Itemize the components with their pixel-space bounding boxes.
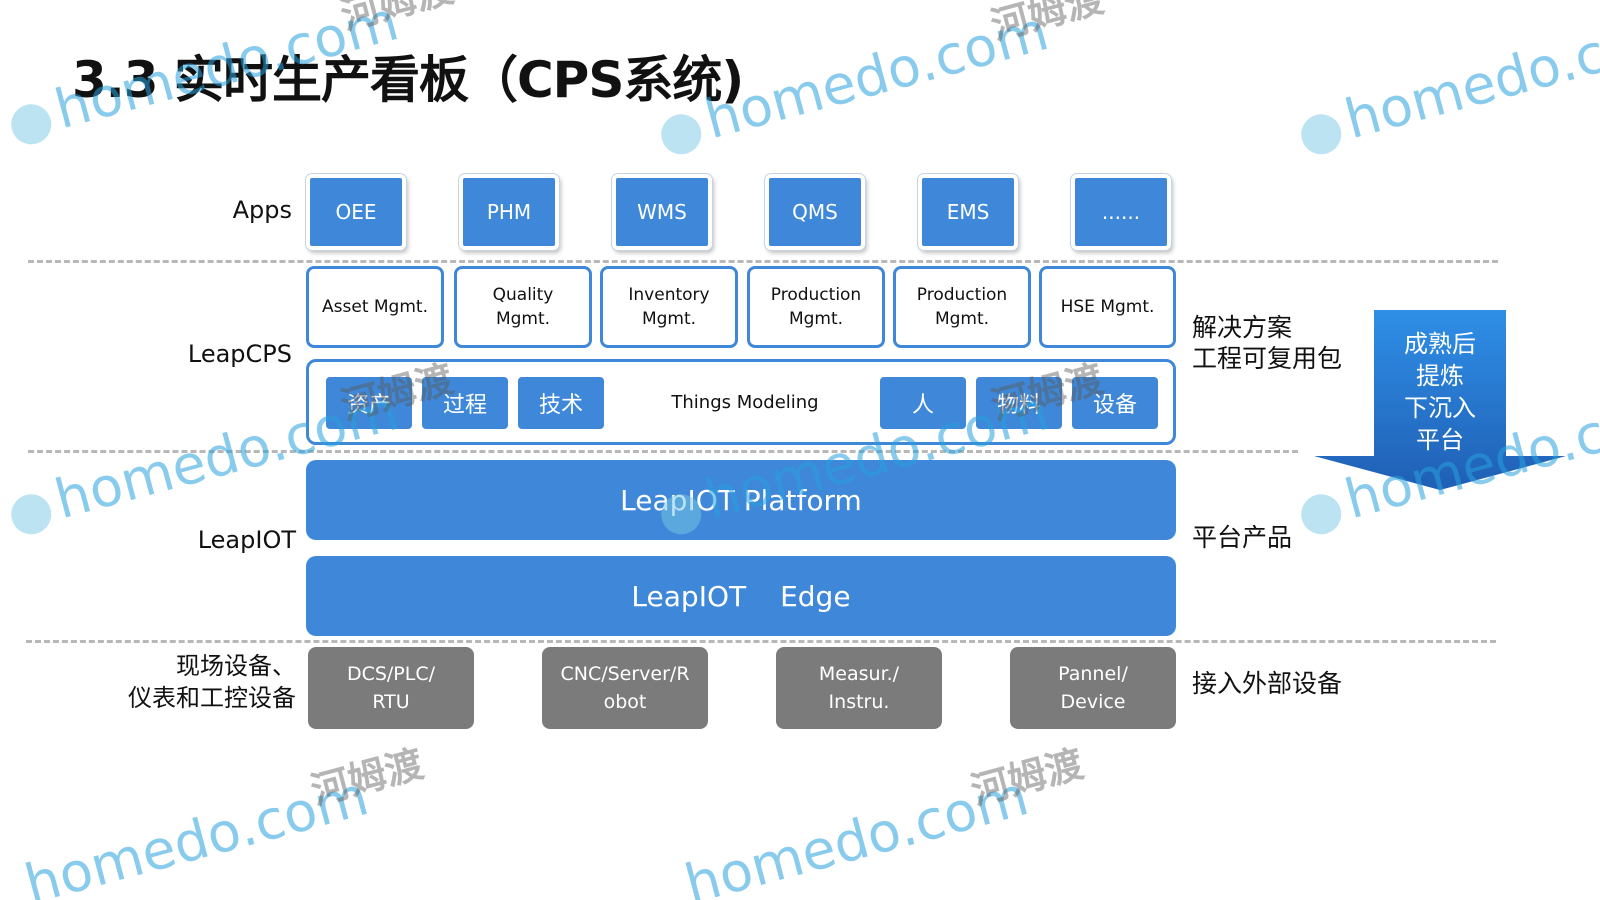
watermark-3: homedo.com <box>1301 0 1600 155</box>
leapiot-edge-bar: LeapIOT Edge <box>306 556 1176 636</box>
separator-apps <box>28 260 1498 263</box>
separator-cps <box>28 450 1298 453</box>
sink-down-arrow-icon <box>1314 310 1566 490</box>
app-wms: WMS <box>612 174 712 250</box>
app-qms: QMS <box>765 174 865 250</box>
solution-quality-mgmt: Quality Mgmt. <box>454 266 592 348</box>
chip-people: 人 <box>880 377 966 429</box>
chip-material: 物料 <box>976 377 1062 429</box>
row-label-leapcps: LeapCPS <box>187 340 292 368</box>
app-ems: EMS <box>918 174 1018 250</box>
leapiot-platform-bar: LeapIOT Platform <box>306 460 1176 540</box>
device-pannel-device: Pannel/ Device <box>1010 647 1176 729</box>
chip-equipment: 设备 <box>1072 377 1158 429</box>
watermark-cn-8: 河姆渡 <box>966 741 1088 813</box>
side-label-devices: 接入外部设备 <box>1192 669 1343 698</box>
solution-inventory-mgmt: Inventory Mgmt. <box>600 266 738 348</box>
solution-hse-mgmt: HSE Mgmt. <box>1039 266 1176 348</box>
side-label-platform: 平台产品 <box>1192 523 1293 552</box>
chip-process: 过程 <box>422 377 508 429</box>
solution-production-mgmt-1: Production Mgmt. <box>747 266 885 348</box>
app-oee: OEE <box>306 174 406 250</box>
app-phm: PHM <box>459 174 559 250</box>
watermark-7: homedo.com 河姆渡 <box>18 741 428 900</box>
watermark-brand-7: homedo.com <box>18 764 374 900</box>
side-label-solutions: 解决方案 工程可复用包 <box>1192 313 1343 373</box>
watermark-cn-2: 河姆渡 <box>986 0 1108 48</box>
leapiot-platform-label: LeapIOT Platform <box>620 483 862 517</box>
leapiot-edge-label-a: LeapIOT <box>631 579 747 613</box>
slide-title: 3.3 实时生产看板（CPS系统) <box>72 51 744 109</box>
watermark-8: homedo.com 河姆渡 <box>678 741 1088 900</box>
row-label-devices: 现场设备、 仪表和工控设备 <box>128 652 296 712</box>
leapiot-edge-label-b: Edge <box>780 579 851 613</box>
things-modeling-label: Things Modeling <box>671 392 819 413</box>
watermark-brand-8: homedo.com <box>678 764 1034 900</box>
solution-production-mgmt-2: Production Mgmt. <box>893 266 1031 348</box>
solution-asset-mgmt: Asset Mgmt. <box>306 266 444 348</box>
watermark-cn-1: 河姆渡 <box>336 0 458 38</box>
watermark-cn-7: 河姆渡 <box>306 741 428 813</box>
watermark-brand-2: homedo.com <box>698 0 1054 151</box>
watermark-brand-3: homedo.com <box>1338 0 1600 151</box>
device-cnc-server-robot: CNC/Server/R obot <box>542 647 708 729</box>
row-label-leapiot: LeapIOT <box>197 526 296 554</box>
device-measur-instru: Measur./ Instru. <box>776 647 942 729</box>
chip-asset: 资产 <box>326 377 412 429</box>
app-more: ...... <box>1071 174 1171 250</box>
row-label-apps: Apps <box>232 196 292 224</box>
chip-technology: 技术 <box>518 377 604 429</box>
separator-iot <box>26 640 1496 643</box>
arrow-caption: 成熟后 提炼 下沉入 平台 <box>1404 330 1476 454</box>
device-dcs-plc-rtu: DCS/PLC/ RTU <box>308 647 474 729</box>
